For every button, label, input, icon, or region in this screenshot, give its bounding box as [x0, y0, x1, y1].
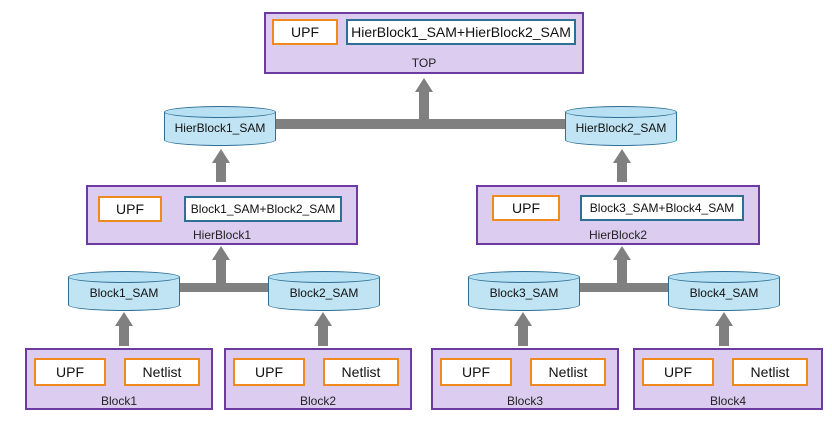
arrow-head-to-block2-sam — [314, 312, 332, 326]
block1: UPF Netlist Block1 — [25, 348, 213, 410]
top-sam-label: HierBlock1_SAM+HierBlock2_SAM — [351, 24, 571, 40]
block1-upf-label: UPF — [56, 364, 84, 380]
top-block: UPF HierBlock1_SAM+HierBlock2_SAM TOP — [264, 12, 584, 74]
hierblock1-sam-label: HierBlock1_SAM — [174, 121, 266, 135]
hierblock2-upf-label: UPF — [512, 200, 540, 216]
hierblock1-label: HierBlock1 — [192, 228, 252, 242]
block4-upf-label: UPF — [664, 364, 692, 380]
hierblock2-sam-box: Block3_SAM+Block4_SAM — [580, 195, 744, 221]
block2-netlist-box: Netlist — [323, 358, 399, 386]
block1-netlist-box: Netlist — [124, 358, 200, 386]
arrow-head-to-hierblock1 — [212, 246, 230, 260]
connector-left-bar — [180, 283, 272, 292]
hierblock2-sam-label: HierBlock2_SAM — [575, 121, 667, 135]
block3: UPF Netlist Block3 — [431, 348, 619, 410]
hierblock1-sam-text: Block1_SAM+Block2_SAM — [190, 202, 336, 216]
block4-upf-box: UPF — [642, 358, 714, 386]
connector-right-stem — [617, 256, 627, 286]
arrow-head-to-hierblock1-sam — [212, 149, 230, 163]
hierblock2: UPF Block3_SAM+Block4_SAM HierBlock2 — [476, 185, 760, 245]
top-upf-label: UPF — [291, 24, 319, 40]
block2: UPF Netlist Block2 — [224, 348, 412, 410]
block2-sam-label: Block2_SAM — [289, 286, 359, 300]
block4: UPF Netlist Block4 — [633, 348, 823, 410]
arrow-head-to-hierblock2 — [613, 246, 631, 260]
block4-netlist-label: Netlist — [750, 364, 790, 380]
hierblock2-upf-box: UPF — [492, 195, 560, 221]
connector-hier2-stem — [617, 160, 627, 182]
block3-netlist-box: Netlist — [530, 358, 606, 386]
block1-netlist-label: Netlist — [142, 364, 182, 380]
arrow-head-to-top — [415, 78, 433, 92]
block3-netlist-label: Netlist — [548, 364, 588, 380]
connector-block4-stem — [719, 323, 729, 346]
block1-sam-database: Block1_SAM — [68, 271, 180, 311]
block3-upf-label: UPF — [462, 364, 490, 380]
block3-label: Block3 — [506, 394, 544, 408]
block2-upf-box: UPF — [233, 358, 305, 386]
hierblock1-sam-box: Block1_SAM+Block2_SAM — [184, 196, 342, 222]
top-block-label: TOP — [411, 56, 437, 70]
connector-top-bar — [272, 119, 570, 129]
block1-label: Block1 — [100, 394, 138, 408]
connector-hier1-stem — [216, 160, 226, 182]
block3-sam-database: Block3_SAM — [468, 271, 580, 311]
connector-block1-stem — [119, 323, 129, 346]
block4-netlist-box: Netlist — [732, 358, 808, 386]
block1-upf-box: UPF — [34, 358, 106, 386]
block3-sam-label: Block3_SAM — [489, 286, 559, 300]
connector-block2-stem — [318, 323, 328, 346]
block2-sam-database: Block2_SAM — [268, 271, 380, 311]
hierblock1: UPF Block1_SAM+Block2_SAM HierBlock1 — [86, 185, 358, 245]
connector-top-stem — [419, 88, 429, 121]
arrow-head-to-block3-sam — [514, 312, 532, 326]
block4-sam-database: Block4_SAM — [668, 271, 780, 311]
hierblock1-upf-box: UPF — [98, 196, 162, 222]
hierblock1-sam-database: HierBlock1_SAM — [164, 106, 276, 146]
connector-left-stem — [216, 256, 226, 286]
block4-sam-label: Block4_SAM — [689, 286, 759, 300]
connector-right-bar — [578, 283, 670, 292]
hierblock2-sam-database: HierBlock2_SAM — [565, 106, 677, 146]
block2-label: Block2 — [299, 394, 337, 408]
hierblock2-label: HierBlock2 — [588, 228, 648, 242]
top-sam-box: HierBlock1_SAM+HierBlock2_SAM — [346, 19, 576, 45]
arrow-head-to-block1-sam — [115, 312, 133, 326]
hierblock1-upf-label: UPF — [116, 201, 144, 217]
block3-upf-box: UPF — [440, 358, 512, 386]
block2-netlist-label: Netlist — [341, 364, 381, 380]
top-upf-box: UPF — [272, 19, 338, 45]
block2-upf-label: UPF — [255, 364, 283, 380]
block4-label: Block4 — [709, 394, 747, 408]
arrow-head-to-block4-sam — [715, 312, 733, 326]
connector-block3-stem — [518, 323, 528, 346]
hierblock2-sam-text: Block3_SAM+Block4_SAM — [589, 201, 735, 215]
arrow-head-to-hierblock2-sam — [613, 149, 631, 163]
block1-sam-label: Block1_SAM — [89, 286, 159, 300]
